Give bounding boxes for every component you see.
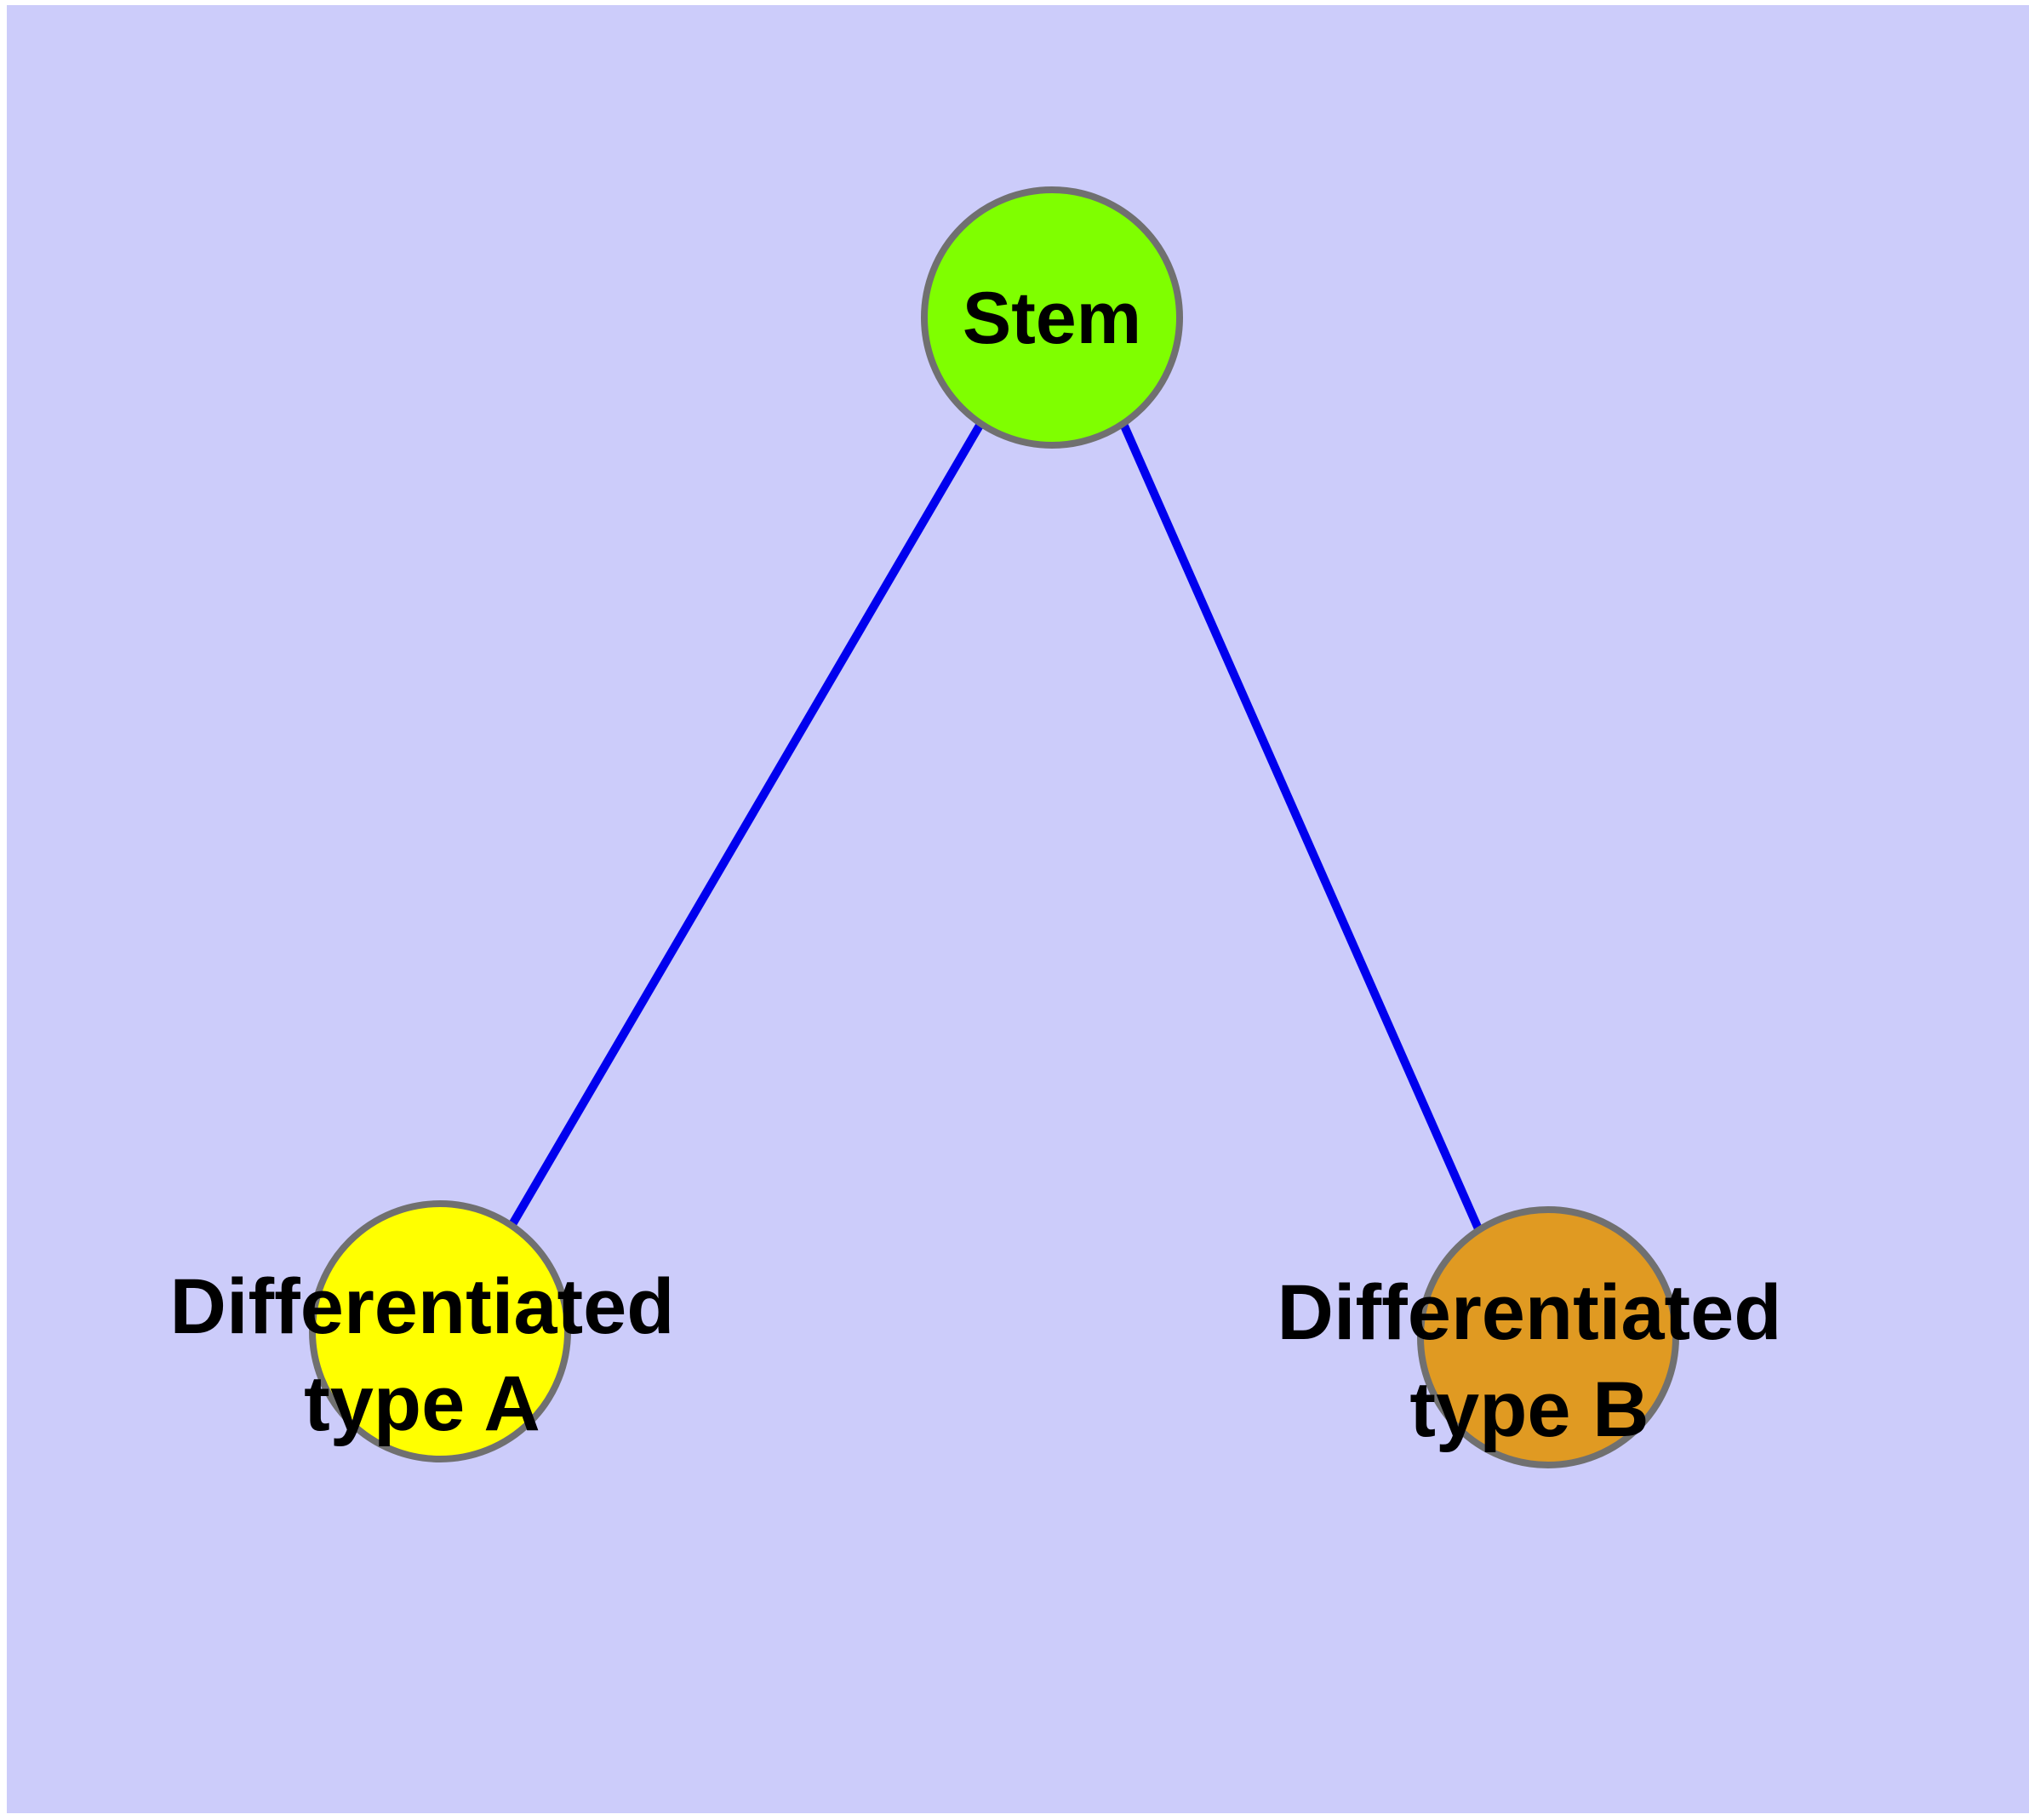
node-differentiated-type-b-circle[interactable] — [1417, 1206, 1679, 1468]
edge-stem-to-differentiated-type-b[interactable] — [1119, 421, 1484, 1235]
node-differentiated-type-a-label-line2: type A — [304, 1360, 540, 1447]
node-differentiated-type-b-label-line2: type B — [1409, 1366, 1649, 1453]
node-differentiated-type-a-circle[interactable] — [309, 1200, 571, 1462]
node-stem-label: Stem — [963, 278, 1141, 359]
edge-layer — [507, 421, 1484, 1235]
edge-stem-to-differentiated-type-a[interactable] — [507, 421, 985, 1228]
node-differentiated-type-a[interactable]: Differentiated type A — [170, 1200, 675, 1462]
node-differentiated-type-b[interactable]: Differentiated type B — [1277, 1206, 1782, 1468]
node-stem[interactable]: Stem — [921, 186, 1183, 449]
node-differentiated-type-b-label-line1: Differentiated — [1277, 1269, 1782, 1356]
node-differentiated-type-a-label-line1: Differentiated — [170, 1263, 675, 1350]
node-stem-circle[interactable] — [921, 186, 1183, 449]
